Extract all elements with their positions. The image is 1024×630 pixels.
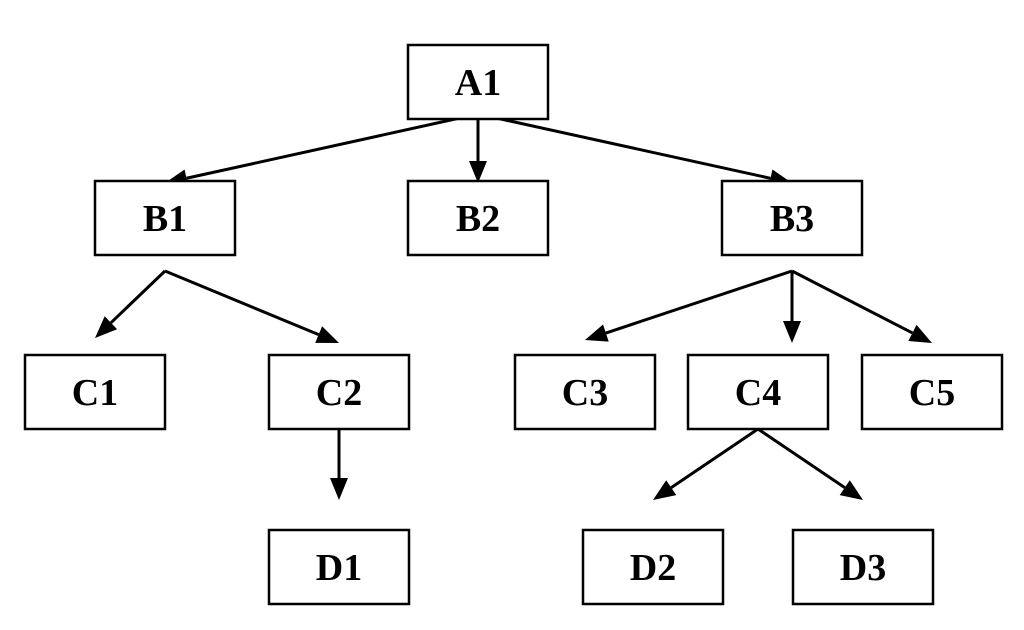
node-box [93, 179, 237, 257]
node-label: B2 [456, 198, 500, 240]
node-b1: B1 [93, 179, 237, 257]
arrowhead-icon [653, 480, 677, 500]
node-box [23, 353, 167, 431]
node-label: B3 [770, 198, 814, 240]
edge-c4-d2 [653, 427, 759, 500]
edge-line [109, 269, 167, 324]
node-box [406, 43, 550, 121]
node-label: C2 [316, 372, 362, 414]
node-c2: C2 [267, 353, 411, 431]
node-a1: A1 [406, 43, 550, 121]
node-box [513, 353, 657, 431]
edge-a1-b1 [165, 112, 479, 188]
node-c3: C3 [513, 353, 657, 431]
node-c4: C4 [686, 353, 830, 431]
node-label: C3 [562, 372, 608, 414]
node-label: D1 [316, 547, 362, 589]
edge-b3-c4 [783, 271, 801, 343]
edge-a1-b3 [477, 112, 792, 188]
edge-b3-c3 [585, 269, 793, 342]
edge-b1-c2 [164, 269, 339, 343]
edge-line [605, 269, 793, 335]
edge-line [164, 269, 320, 336]
node-d2: D2 [581, 528, 725, 606]
arrowhead-icon [839, 480, 863, 500]
edge-line [186, 112, 479, 180]
arrowhead-icon [908, 324, 932, 343]
arrowhead-icon [783, 321, 801, 343]
edge-a1-b2 [469, 114, 487, 183]
node-label: A1 [455, 62, 501, 104]
node-label: B1 [143, 198, 187, 240]
node-box [860, 353, 1004, 431]
node-label: C5 [909, 372, 955, 414]
arrowhead-icon [585, 324, 609, 342]
node-c1: C1 [23, 353, 167, 431]
edges-layer [95, 112, 932, 500]
node-box [581, 528, 725, 606]
node-c5: C5 [860, 353, 1004, 431]
node-box [791, 528, 935, 606]
node-box [686, 353, 830, 431]
node-label: C4 [735, 372, 781, 414]
node-b3: B3 [720, 179, 864, 257]
arrowhead-icon [95, 316, 118, 338]
node-box [267, 353, 411, 431]
edge-b1-c1 [95, 269, 167, 338]
node-d3: D3 [791, 528, 935, 606]
node-box [720, 179, 864, 257]
node-box [406, 179, 550, 257]
arrowhead-icon [469, 161, 487, 183]
node-d1: D1 [267, 528, 411, 606]
node-box [267, 528, 411, 606]
arrowhead-icon [315, 326, 339, 343]
arrowhead-icon [330, 478, 348, 500]
edge-line [757, 427, 846, 489]
node-label: C1 [72, 372, 118, 414]
edge-line [477, 112, 771, 180]
edge-line [670, 427, 759, 489]
edge-line [791, 269, 914, 335]
node-b2: B2 [406, 179, 550, 257]
edge-b3-c5 [791, 269, 932, 343]
node-label: D2 [630, 547, 676, 589]
node-label: D3 [840, 547, 886, 589]
edge-c2-d1 [330, 429, 348, 500]
edge-c4-d3 [757, 427, 863, 500]
